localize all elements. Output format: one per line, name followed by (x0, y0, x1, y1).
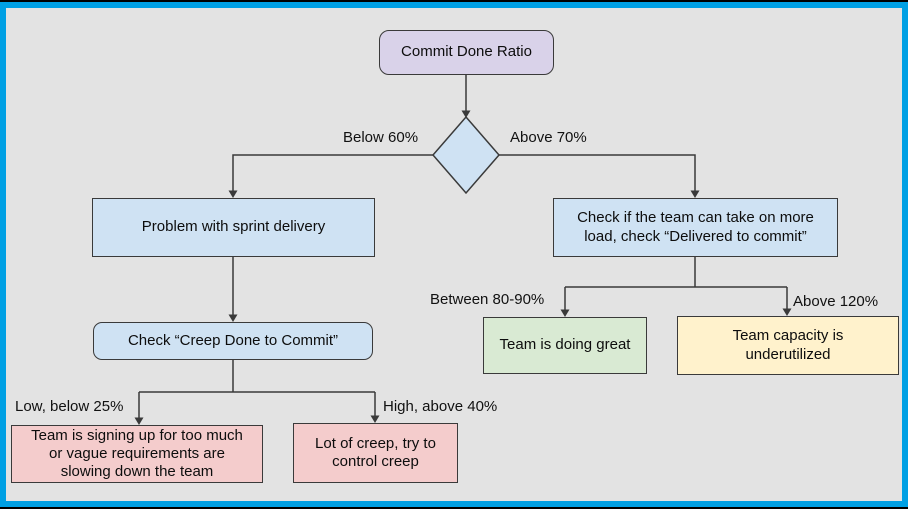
arrowhead-lot-of-creep (370, 415, 380, 423)
decision-diamond-node (432, 115, 500, 195)
arrowhead-problem (228, 190, 238, 198)
edge-check-load-split (564, 257, 788, 310)
edge-label-above-120: Above 120% (793, 293, 879, 310)
edge-decision-to-problem (232, 154, 433, 191)
edge-decision-to-check-load (499, 154, 696, 191)
edge-label-high-above-40: High, above 40% (383, 398, 498, 415)
node-lot-of-creep: Lot of creep, try to control creep (293, 423, 458, 483)
edges-group (138, 75, 788, 418)
arrowheads-group (134, 110, 792, 425)
arrowhead-check-creep (228, 314, 238, 322)
edge-check-creep-split (138, 360, 376, 418)
node-check-creep-done-to-commit: Check “Creep Done to Commit” (93, 322, 373, 360)
node-commit-done-ratio: Commit Done Ratio (379, 30, 554, 75)
bottom-edge-line (0, 507, 908, 509)
node-team-doing-great: Team is doing great (483, 317, 647, 374)
arrowhead-doing-great (560, 309, 570, 317)
node-check-team-load: Check if the team can take on more load,… (553, 198, 838, 257)
node-signing-up-too-much: Team is signing up for too much or vague… (11, 425, 263, 483)
arrowhead-decision (461, 110, 471, 118)
edge-label-between-80-90: Between 80-90% (430, 291, 545, 308)
top-edge-line (0, 0, 908, 2)
edge-label-low-below-25: Low, below 25% (15, 398, 124, 415)
node-problem-with-sprint-delivery: Problem with sprint delivery (92, 198, 375, 257)
edge-label-above-70: Above 70% (510, 129, 587, 146)
node-team-capacity-underutilized: Team capacity is underutilized (677, 316, 899, 375)
edge-label-below-60: Below 60% (343, 129, 419, 146)
arrowhead-underutilized (782, 308, 792, 316)
arrowhead-check-load (690, 190, 700, 198)
arrowhead-too-much (134, 417, 144, 425)
